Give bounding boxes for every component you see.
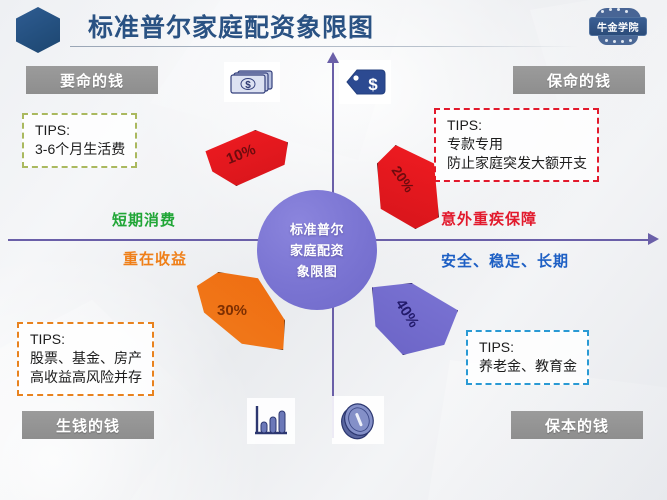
axis-arrow-up-icon — [327, 52, 339, 63]
descriptor-risk: 意外重疾保障 — [441, 211, 538, 228]
logo-foot — [598, 36, 638, 45]
descriptor-short-term: 短期消费 — [112, 212, 177, 229]
logo-pip — [621, 40, 624, 43]
center-circle: 标准普尔 家庭配资 象限图 — [257, 190, 377, 310]
logo-text: 牛金学院 — [597, 23, 639, 34]
quadrant-label-top-right: 保命的钱 — [513, 66, 645, 94]
descriptor-yield: 重在收益 — [123, 251, 188, 268]
segment-20-percent: 20% — [377, 145, 439, 229]
tips-line: 养老金、教育金 — [479, 358, 577, 374]
tips-box-top-right: TIPS: 专款专用 防止家庭突发大额开支 — [434, 108, 599, 182]
header: 标准普尔家庭配资象限图 牛金学院 — [0, 0, 667, 56]
title-divider — [70, 46, 578, 47]
descriptor-stable: 安全、稳定、长期 — [441, 253, 570, 270]
tips-box-bottom-right: TIPS: 养老金、教育金 — [466, 330, 589, 385]
banknote-icon: $ — [224, 62, 280, 102]
segment-value: 30% — [217, 302, 248, 319]
quadrant-label-top-left: 要命的钱 — [26, 66, 158, 94]
logo-pip — [629, 39, 632, 42]
logo-pip — [625, 10, 628, 13]
axis-arrow-right-icon — [648, 233, 659, 245]
logo-pip — [617, 8, 620, 11]
center-line-2: 家庭配资 — [289, 242, 344, 258]
logo-pip — [605, 39, 608, 42]
logo-pip — [609, 8, 612, 11]
tips-lead: TIPS: — [30, 331, 66, 347]
tips-line: 3-6个月生活费 — [35, 141, 126, 157]
brand-logo: 牛金学院 — [585, 6, 651, 48]
tips-line: 专款专用 — [447, 136, 503, 152]
tips-lead: TIPS: — [479, 339, 515, 355]
quadrant-label-bottom-left: 生钱的钱 — [22, 411, 154, 439]
tips-line: 股票、基金、房产 — [30, 350, 142, 366]
tips-lead: TIPS: — [35, 122, 71, 138]
tips-lead: TIPS: — [447, 117, 483, 133]
svg-text:$: $ — [245, 80, 251, 91]
segment-40-percent: 40% — [372, 283, 458, 355]
svg-text:$: $ — [368, 75, 378, 94]
logo-banner: 牛金学院 — [589, 17, 647, 36]
bar-chart-icon — [247, 398, 295, 444]
logo-pip — [613, 40, 616, 43]
hexagon-icon — [16, 7, 60, 53]
quadrant-label-bottom-right: 保本的钱 — [511, 411, 643, 439]
segment-10-percent: 10% — [202, 130, 288, 186]
tips-line: 高收益高风险并存 — [30, 369, 142, 385]
coin-icon — [332, 396, 384, 444]
tips-box-bottom-left: TIPS: 股票、基金、房产 高收益高风险并存 — [17, 322, 154, 396]
tips-line: 防止家庭突发大额开支 — [447, 155, 587, 171]
logo-pip — [601, 10, 604, 13]
tips-box-top-left: TIPS: 3-6个月生活费 — [22, 113, 138, 168]
page-title: 标准普尔家庭配资象限图 — [88, 14, 375, 42]
center-line-1: 标准普尔 — [289, 221, 344, 237]
center-line-3: 象限图 — [296, 263, 338, 279]
price-tag-dollar-icon: $ — [339, 60, 391, 104]
